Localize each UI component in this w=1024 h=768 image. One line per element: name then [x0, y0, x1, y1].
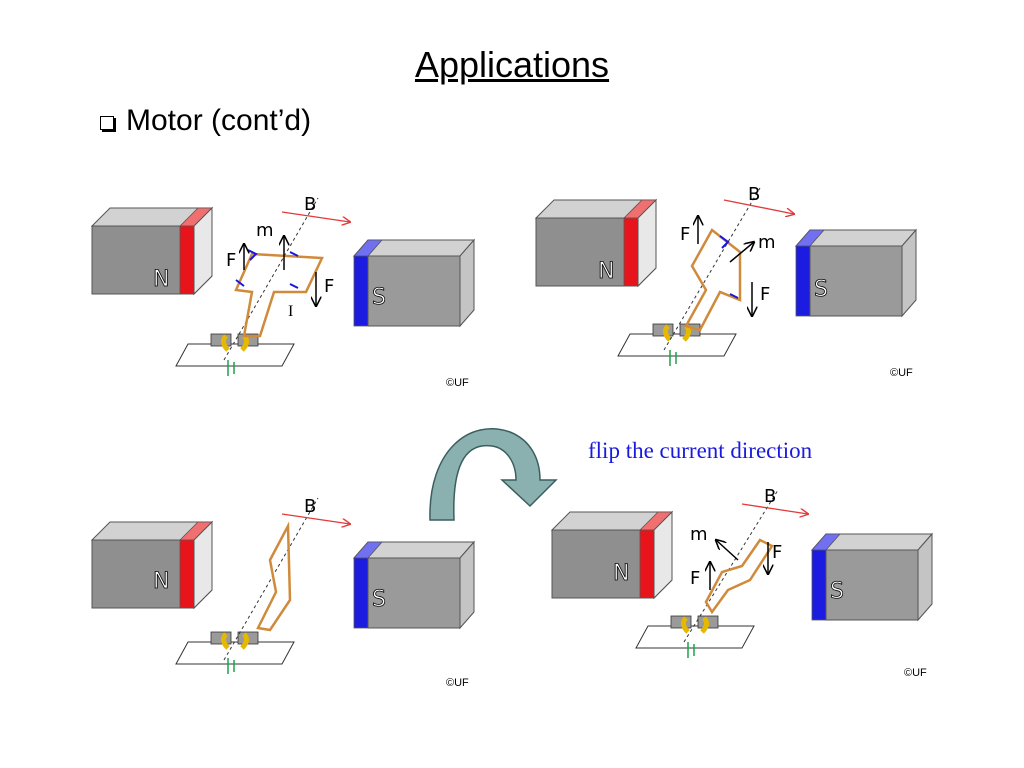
moment-label: m [758, 232, 776, 253]
south-pole-label: S [830, 579, 844, 604]
coil-loop [704, 538, 774, 615]
current-direction-icon [235, 249, 299, 289]
battery-base [176, 334, 294, 376]
south-magnet [811, 533, 933, 621]
coil-loop [234, 252, 324, 338]
force-label-right: F [324, 276, 334, 297]
force-label-left: F [226, 250, 236, 271]
south-pole-label: S [814, 277, 828, 302]
flip-current-annotation: flip the current direction [588, 438, 813, 463]
south-magnet [795, 229, 917, 317]
copyright-text: ©UF [890, 367, 913, 379]
bullet-checkbox-icon [100, 116, 114, 130]
panel-top-left: N S B F m F I ©UF [91, 194, 475, 389]
field-arrow [281, 513, 350, 524]
battery-base [176, 632, 294, 674]
north-pole-label: N [598, 259, 614, 284]
north-magnet [535, 199, 657, 287]
battery-base [636, 616, 754, 658]
rotation-axis [663, 187, 761, 351]
force-label-left: F [680, 224, 690, 245]
bullet-text: Motor (cont’d) [126, 104, 312, 137]
moment-arrow [729, 242, 754, 263]
north-magnet [551, 511, 673, 599]
rotation-axis [223, 497, 319, 661]
north-pole-label: N [153, 569, 169, 594]
coil-loop [256, 521, 292, 632]
field-arrow [281, 211, 350, 222]
south-pole-label: S [372, 587, 386, 612]
moment-arrow [716, 540, 739, 561]
slide-title: Applications [414, 44, 610, 85]
moment-label: m [690, 524, 708, 545]
bullet-item: Motor (cont’d) [100, 104, 311, 138]
field-label: B [748, 184, 760, 205]
panel-bottom-left: N S B ©UF [91, 496, 475, 689]
battery-base [618, 324, 736, 366]
field-arrow [741, 503, 808, 514]
copyright-text: ©UF [446, 377, 469, 389]
current-label: I [288, 303, 293, 320]
field-label: B [304, 194, 316, 215]
copyright-text: ©UF [904, 667, 927, 679]
rotation-axis [683, 489, 779, 643]
panel-top-right: N S B F m F ©UF [535, 184, 917, 379]
coil-loop [684, 228, 742, 332]
force-label-right: F [760, 284, 770, 305]
copyright-text: ©UF [446, 677, 469, 689]
force-label-left: F [690, 568, 700, 589]
rotation-axis [223, 197, 319, 361]
moment-label: m [256, 220, 274, 241]
north-magnet [91, 521, 213, 609]
south-magnet [353, 239, 475, 327]
current-direction-icon [719, 235, 739, 299]
south-magnet [353, 541, 475, 629]
north-magnet [91, 207, 213, 295]
curved-transition-arrow-icon [429, 428, 558, 521]
force-label-right: F [772, 542, 782, 563]
field-label: B [304, 496, 316, 517]
south-pole-label: S [372, 285, 386, 310]
north-pole-label: N [153, 267, 169, 292]
panel-bottom-right: N S B m F F ©UF [551, 486, 933, 679]
north-pole-label: N [613, 561, 629, 586]
field-arrow [723, 199, 794, 214]
field-label: B [764, 486, 776, 507]
